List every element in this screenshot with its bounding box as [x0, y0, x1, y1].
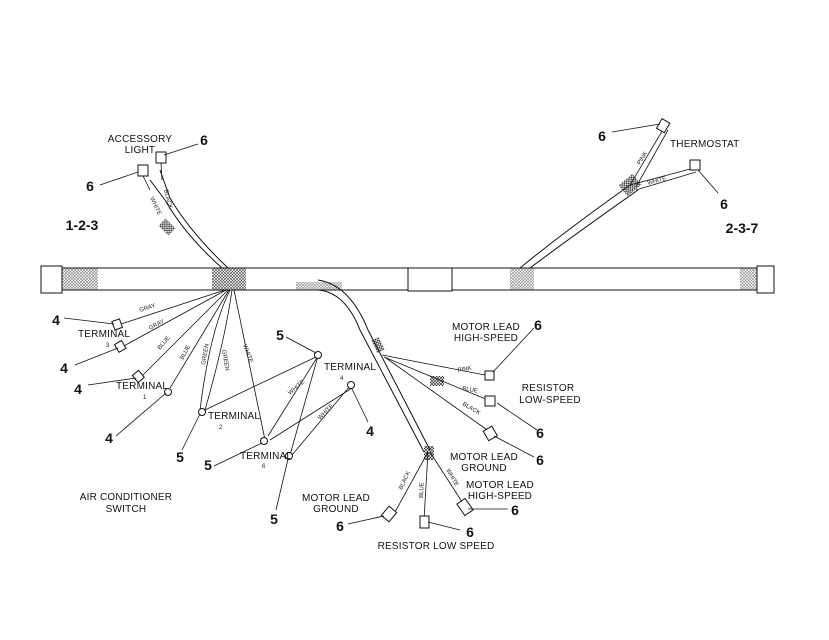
terminal-1-number: 1: [143, 395, 147, 401]
motor-lead-high-speed-label: MOTOR LEAD: [452, 322, 520, 333]
wire-label-white-4: WHITE: [317, 403, 335, 421]
wire-label-green-2: GREEN: [220, 349, 230, 371]
resistor-low-speed-label: RESISTOR: [522, 383, 575, 394]
labels: ACCESSORY LIGHT THERMOSTAT TERMINAL 3 TE…: [78, 134, 739, 552]
motor-lead-ground-label-2: GROUND: [461, 463, 507, 474]
accessory-light-connector-b: [155, 151, 167, 164]
main-harness: [40, 265, 775, 294]
wire-label-black: BLACK: [162, 189, 173, 210]
motor-branch: PINK BLUE BLACK BLACK BLUE WHITE: [317, 279, 499, 529]
wire-label-white: WHITE: [148, 196, 162, 216]
left-sleeve-hatch: [62, 268, 98, 290]
ac-switch-label-2: SWITCH: [106, 504, 147, 515]
callout-6: 6: [598, 128, 606, 144]
wire-label-blue-2: BLUE: [179, 344, 192, 361]
motor-lead-ground-b-label: MOTOR LEAD: [302, 493, 370, 504]
callout-left-end: 1-2-3: [66, 217, 99, 233]
wire-label-pink-2: PINK: [457, 366, 472, 374]
terminal-6-number: 6: [262, 464, 266, 470]
callout-4: 4: [60, 360, 68, 376]
motor-lead-high-speed-b-label-2: HIGH-SPEED: [468, 491, 532, 502]
callouts: 1-2-3 2-3-7 6 6 6 6 6 6 6 6 6 6 4 4 4 4 …: [52, 128, 758, 540]
accessory-light-label-2: LIGHT: [125, 145, 155, 156]
wire-label-gray-2: GRAY: [148, 319, 165, 332]
thermostat-connector: [689, 159, 701, 171]
callout-4: 4: [74, 381, 82, 397]
callout-6: 6: [466, 524, 474, 540]
callout-6: 6: [200, 132, 208, 148]
terminal-4-number: 4: [340, 376, 344, 382]
motor-lead-ground-b-label-2: GROUND: [313, 504, 359, 515]
wire-label-blue-3: BLUE: [462, 386, 478, 395]
wire-label-white: WHITE: [647, 176, 667, 187]
callout-5: 5: [270, 511, 278, 527]
leader-lines: [63, 123, 719, 531]
thermostat-label: THERMOSTAT: [670, 139, 739, 150]
callout-5: 5: [204, 457, 212, 473]
wire-label-blue-4: BLUE: [419, 482, 426, 498]
callout-right-end: 2-3-7: [726, 220, 759, 236]
resistor-low-speed-b-label: RESISTOR LOW SPEED: [378, 541, 495, 552]
callout-6: 6: [536, 452, 544, 468]
wire-label-green: GREEN: [201, 343, 211, 365]
callout-5: 5: [176, 449, 184, 465]
terminal-2-number: 2: [219, 425, 223, 431]
wire-label-white-2: WHITE: [241, 344, 253, 364]
left-junction-hatch: [212, 268, 246, 290]
callout-4: 4: [52, 312, 60, 328]
callout-5: 5: [276, 327, 284, 343]
terminal-2-label: TERMINAL: [208, 411, 260, 422]
accessory-light-label: ACCESSORY: [108, 134, 173, 145]
callout-6: 6: [720, 196, 728, 212]
wire-label-black-2: BLACK: [461, 402, 481, 417]
motor-lead-ground-label: MOTOR LEAD: [450, 452, 518, 463]
callout-4: 4: [366, 423, 374, 439]
terminal-3-number: 3: [106, 343, 110, 349]
wire-label-pink: PINK: [637, 151, 650, 166]
accessory-light-connector-a: [137, 164, 149, 177]
terminal-1-label: TERMINAL: [116, 381, 168, 392]
wire-label-gray: GRAY: [139, 303, 157, 314]
accessory-light-branch: BLACK WHITE: [137, 151, 229, 269]
left-end-connector: [40, 265, 63, 294]
callout-6: 6: [511, 502, 519, 518]
terminal-3-label: TERMINAL: [78, 329, 130, 340]
wire-label-black-3: BLACK: [398, 470, 412, 490]
resistor-low-speed-label-2: LOW-SPEED: [519, 395, 581, 406]
right-end-connector: [756, 265, 775, 294]
callout-6: 6: [336, 518, 344, 534]
callout-4: 4: [105, 430, 113, 446]
callout-6: 6: [536, 425, 544, 441]
terminal-6-label: TERMINAL: [240, 451, 292, 462]
motor-lead-high-speed-b-label: MOTOR LEAD: [466, 480, 534, 491]
callout-6: 6: [534, 317, 542, 333]
harness-sleeve: [407, 267, 453, 292]
wire-label-white-3: WHITE: [287, 380, 306, 397]
ac-switch-label: AIR CONDITIONER: [80, 492, 172, 503]
motor-lead-high-speed-label-2: HIGH-SPEED: [454, 333, 518, 344]
terminal-4-label: TERMINAL: [324, 362, 376, 373]
thermostat-connector-top: [655, 117, 671, 134]
callout-6: 6: [86, 178, 94, 194]
